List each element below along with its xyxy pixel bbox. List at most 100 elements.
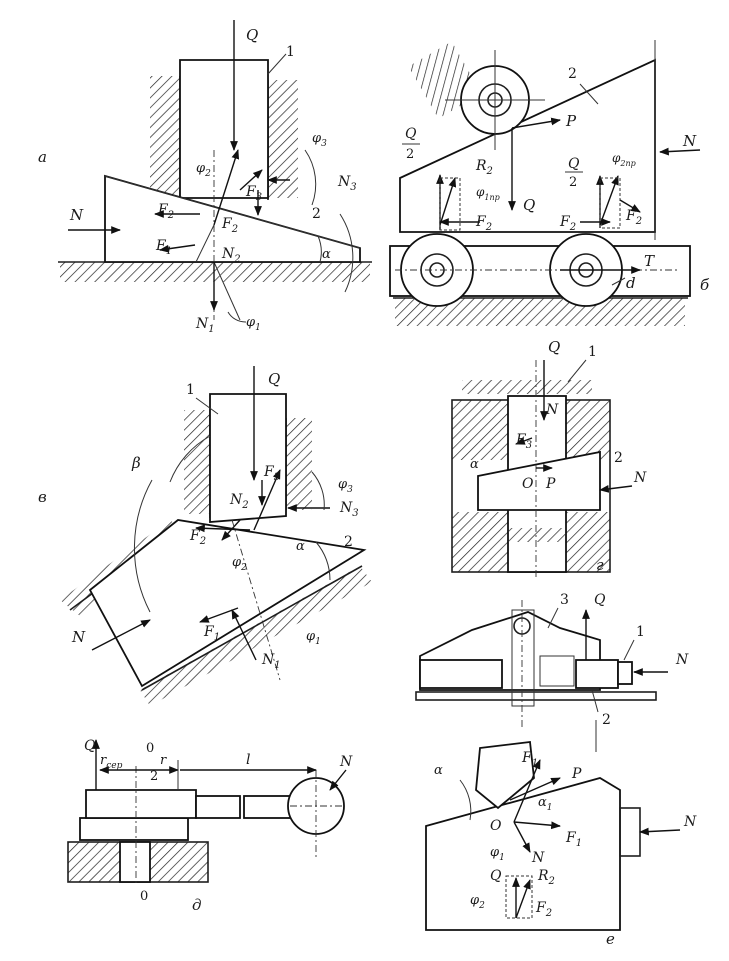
svg-text:N1: N1 [261, 652, 281, 671]
panel-b: б Q 2 Q 2 2 P Q N R2 φ1пр φ2пр F2 F2 F2 … [389, 40, 710, 326]
panel-g-letter: г [596, 556, 604, 574]
panel-a: а Q 1 2 N F2 F1 F2 F3 N2 N1 N3 φ1 φ2 φ3 … [38, 20, 372, 335]
svg-text:φ3: φ3 [312, 131, 327, 149]
label-Q: Q [548, 338, 560, 356]
label-Q: Q [246, 26, 258, 44]
label-phi1: φ1 [246, 315, 261, 333]
label-phi3: φ3 [312, 131, 327, 149]
label-phi-1pr: φ1пр [476, 185, 500, 202]
svg-text:F1: F1 [155, 238, 172, 257]
label-phi2: φ2 [232, 555, 247, 573]
svg-text:Q: Q [568, 156, 580, 172]
label-N2: N2 [229, 492, 249, 511]
svg-text:φ2: φ2 [232, 555, 247, 573]
svg-text:F3: F3 [263, 464, 280, 483]
label-R2: R2 [537, 868, 555, 887]
panel-d-letter: д [192, 896, 202, 914]
svg-text:φ2: φ2 [470, 893, 485, 911]
label-F2-c: F2 [625, 208, 642, 227]
svg-text:φ1: φ1 [490, 845, 505, 863]
label-Q: Q [268, 370, 280, 388]
label-part2: 2 [614, 450, 623, 466]
label-r: r [160, 753, 167, 768]
svg-text:F2: F2 [625, 208, 642, 227]
label-d: d [626, 274, 636, 292]
svg-text:R2: R2 [537, 868, 555, 887]
label-N-mid: N [531, 850, 545, 866]
label-F1: F1 [155, 238, 172, 257]
label-O: O [490, 818, 502, 834]
label-F1: F1 [203, 624, 220, 643]
label-Q-over-2-left: Q 2 [402, 126, 420, 162]
label-Q-bottom: Q [490, 868, 502, 884]
label-F2: F2 [535, 900, 552, 919]
label-N-top: N [675, 652, 689, 668]
label-T: T [644, 252, 655, 270]
label-N: N [71, 628, 86, 646]
label-phi2: φ2 [196, 161, 211, 179]
label-F2-right: F2 [221, 216, 238, 235]
label-zero-top: 0 [146, 741, 154, 756]
svg-text:φ1пр: φ1пр [476, 185, 500, 202]
label-phi3: φ3 [338, 477, 353, 495]
label-l: l [246, 752, 250, 768]
label-part1: 1 [286, 44, 295, 60]
label-Q: Q [523, 196, 535, 214]
svg-text:φ1: φ1 [246, 315, 261, 333]
panel-v: в Q 1 2 β N F3 N2 F2 N3 F1 N1 φ1 φ2 φ3 α [38, 366, 372, 706]
svg-text:F2: F2 [221, 216, 238, 235]
label-F3: F3 [515, 432, 532, 451]
panel-a-letter: а [38, 148, 47, 166]
svg-text:F2: F2 [535, 900, 552, 919]
label-phi1: φ1 [490, 845, 505, 863]
label-N3: N3 [337, 174, 357, 193]
label-r-sr: rсер [100, 753, 123, 771]
label-O: O [522, 476, 534, 492]
label-N: N [69, 206, 84, 224]
svg-text:rсер: rсер [100, 753, 123, 771]
svg-text:F3: F3 [515, 432, 532, 451]
label-part2: 2 [150, 769, 158, 784]
panel-e: е 3 Q 1 N 2 α F1 P α1 O F1 N N φ1 Q R2 φ… [415, 592, 697, 948]
panel-v-letter: в [38, 488, 47, 506]
label-part2: 2 [602, 712, 611, 728]
label-F3: F3 [263, 464, 280, 483]
svg-text:F2: F2 [559, 214, 576, 233]
label-part2: 2 [312, 206, 321, 222]
svg-text:F1: F1 [521, 750, 538, 769]
label-F2-a: F2 [475, 214, 492, 233]
label-Q-over-2-right: Q 2 [565, 156, 583, 190]
svg-text:F1: F1 [565, 830, 582, 849]
svg-text:F1: F1 [203, 624, 220, 643]
svg-text:φ2пр: φ2пр [612, 151, 636, 168]
label-phi1: φ1 [306, 629, 321, 647]
svg-text:N2: N2 [221, 246, 241, 265]
panel-e-letter: е [606, 930, 615, 948]
label-alpha: α [322, 247, 331, 262]
label-part2: 2 [344, 534, 353, 550]
svg-text:N1: N1 [195, 316, 215, 335]
svg-text:φ2: φ2 [196, 161, 211, 179]
label-N: N [339, 754, 353, 770]
svg-text:φ1: φ1 [306, 629, 321, 647]
label-phi2: φ2 [470, 893, 485, 911]
panel-b-letter: б [700, 276, 710, 294]
label-F2-left: F2 [157, 202, 174, 221]
svg-text:F2: F2 [189, 528, 206, 547]
label-F1-right: F1 [565, 830, 582, 849]
label-N1: N1 [195, 316, 215, 335]
label-part1: 1 [186, 382, 195, 398]
svg-text:N3: N3 [339, 500, 359, 519]
label-Q-top: Q [594, 592, 606, 608]
label-phi-2pr: φ2пр [612, 151, 636, 168]
label-N1: N1 [261, 652, 281, 671]
label-zero-bottom: 0 [140, 889, 148, 904]
label-part1: 1 [636, 624, 645, 640]
svg-text:F2: F2 [475, 214, 492, 233]
svg-text:2: 2 [406, 147, 414, 162]
label-N-right: N [683, 814, 697, 830]
panel-g: г Q 1 N F3 α O P 2 N [451, 338, 647, 580]
label-N3: N3 [339, 500, 359, 519]
label-part2: 2 [568, 66, 577, 82]
